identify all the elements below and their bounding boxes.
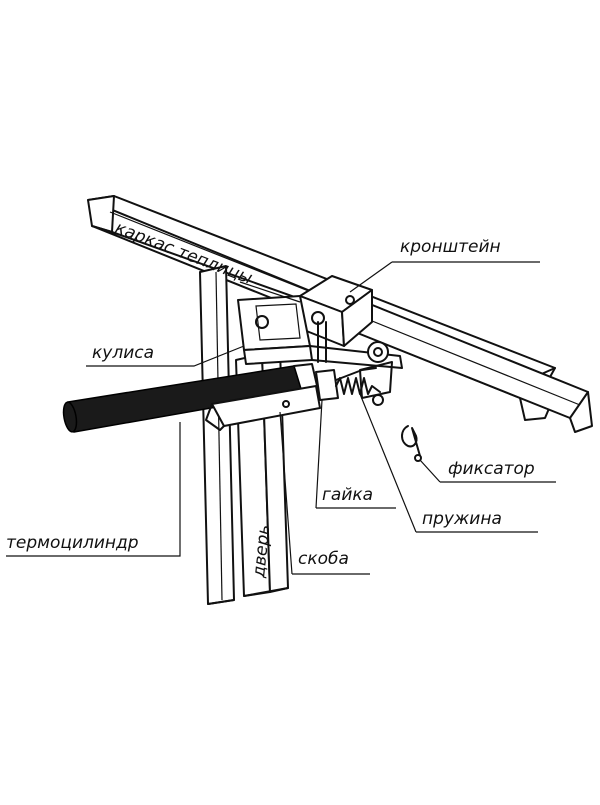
slider-bar	[237, 295, 403, 369]
label-latch: фиксатор	[448, 459, 535, 479]
leader-slider	[86, 345, 245, 367]
leader-latch	[419, 459, 556, 483]
leader-bracket	[349, 261, 540, 293]
spring	[335, 367, 381, 395]
latch-assembly	[359, 341, 393, 406]
bracket-plate	[299, 275, 373, 363]
leader-clamp	[279, 411, 370, 575]
label-spring: пружина	[422, 509, 502, 529]
leader-spring	[359, 393, 538, 533]
clamp	[205, 385, 321, 431]
label-clamp: скоба	[298, 549, 349, 569]
leader-cylinder	[6, 422, 181, 557]
label-cylinder: термоцилиндр	[6, 533, 139, 553]
label-nut: гайка	[322, 485, 373, 505]
nut	[315, 369, 339, 401]
label-bracket: кронштейн	[400, 237, 501, 257]
vertical-post	[199, 265, 235, 605]
latch-pin	[401, 425, 422, 462]
label-slider: кулиса	[92, 343, 154, 363]
leader-nut	[315, 399, 396, 509]
leader-frame	[239, 281, 301, 303]
